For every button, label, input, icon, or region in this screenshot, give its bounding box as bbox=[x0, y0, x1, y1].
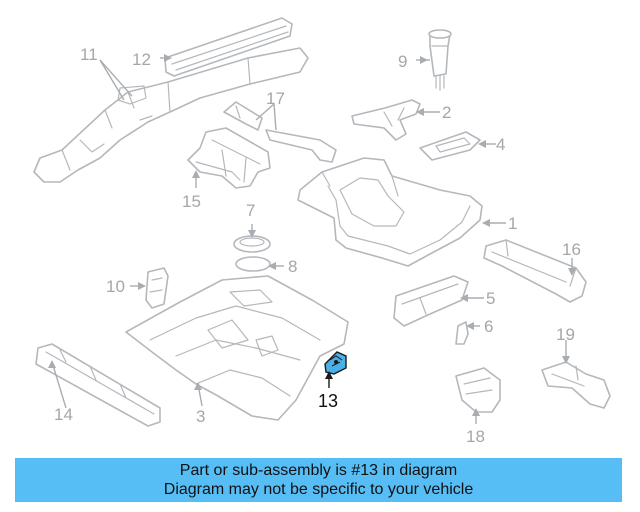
callout-1: 1 bbox=[508, 214, 517, 233]
callout-14: 14 bbox=[54, 405, 73, 424]
callout-6: 6 bbox=[484, 317, 493, 336]
info-banner: Part or sub-assembly is #13 in diagram D… bbox=[15, 458, 622, 502]
part-11-front-side-rail bbox=[33, 47, 309, 183]
banner-line-2: Diagram may not be specific to your vehi… bbox=[163, 481, 474, 498]
callout-17: 17 bbox=[266, 89, 285, 108]
arrowheads bbox=[48, 54, 576, 416]
callout-3: 3 bbox=[196, 407, 205, 426]
part-4-plate bbox=[419, 131, 481, 161]
part-19-end-piece bbox=[541, 361, 611, 409]
callout-8: 8 bbox=[288, 257, 297, 276]
part-12-upper-rail bbox=[164, 17, 293, 77]
callout-10: 10 bbox=[106, 277, 125, 296]
callout-4: 4 bbox=[496, 135, 505, 154]
callout-labels: 11 12 9 2 17 4 15 7 1 16 8 10 5 6 19 3 1… bbox=[54, 45, 581, 446]
callout-18: 18 bbox=[466, 427, 485, 446]
callout-16: 16 bbox=[562, 240, 581, 259]
parts-diagram: 11 12 9 2 17 4 15 7 1 16 8 10 5 6 19 3 1… bbox=[33, 17, 611, 446]
part-16-rear-rail bbox=[483, 239, 587, 303]
part-6-clip bbox=[455, 321, 469, 345]
part-9-jack bbox=[428, 29, 452, 91]
banner-line-1: Part or sub-assembly is #13 in diagram bbox=[179, 462, 458, 479]
part-2-bracket bbox=[351, 99, 421, 141]
part-8-grommet bbox=[235, 256, 271, 272]
callout-9: 9 bbox=[398, 52, 407, 71]
part-5-reinforcement bbox=[393, 275, 469, 327]
callout-12: 12 bbox=[132, 50, 151, 69]
part-14-sill-rail bbox=[35, 343, 161, 427]
callout-2: 2 bbox=[442, 103, 451, 122]
part-1-rear-floor-pan bbox=[297, 157, 483, 267]
part-18-bracket bbox=[455, 367, 501, 413]
part-7-plug bbox=[233, 235, 271, 253]
part-13-highlighted-bracket bbox=[324, 351, 347, 375]
part-3-floor-panel bbox=[125, 275, 349, 421]
part-17-bracket bbox=[223, 101, 337, 163]
callout-11: 11 bbox=[80, 45, 98, 64]
callout-13: 13 bbox=[318, 391, 338, 411]
callout-15: 15 bbox=[182, 192, 201, 211]
part-15-cross-member bbox=[187, 127, 271, 189]
callout-5: 5 bbox=[486, 289, 495, 308]
callout-7: 7 bbox=[246, 201, 255, 220]
callout-19: 19 bbox=[556, 325, 575, 344]
part-10-bracket bbox=[145, 267, 169, 309]
